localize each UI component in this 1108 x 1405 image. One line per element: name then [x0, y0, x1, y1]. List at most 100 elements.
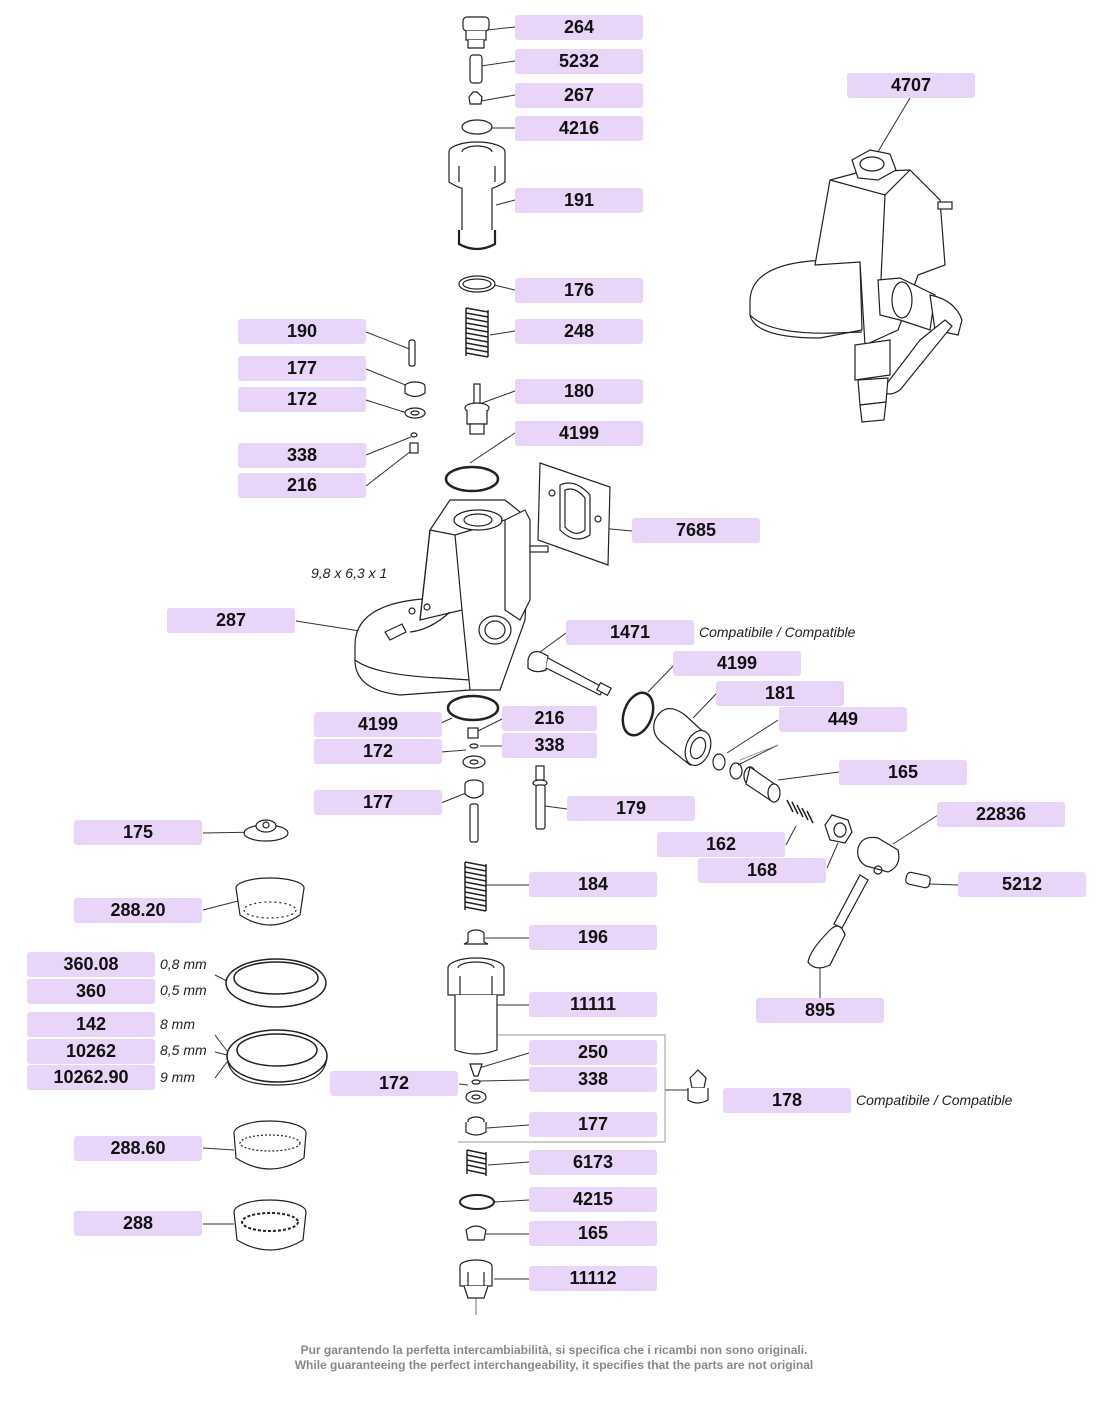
label-168: 168: [698, 858, 826, 883]
label-5232: 5232: [515, 49, 643, 74]
gasket-4216: [461, 119, 493, 135]
label-4215: 4215: [529, 1187, 657, 1212]
bushing-181: [653, 708, 712, 767]
label-184: 184: [529, 872, 657, 897]
gasket-4199-mid: [446, 694, 500, 722]
leader-lines: [202, 26, 959, 1280]
label-142: 142: [27, 1012, 155, 1037]
label-4199-b: 4199: [673, 651, 801, 676]
cam-22836: [857, 836, 900, 875]
cap-nut-264: [462, 16, 490, 49]
label-267: 267: [515, 83, 643, 108]
oring-338-top: [410, 432, 418, 438]
stem-179: [532, 765, 548, 830]
washer-449-b: [729, 762, 743, 780]
body-11111: [447, 957, 505, 1055]
gasket-4199-top: [444, 465, 500, 493]
label-360-08: 360.08: [27, 952, 155, 977]
label-11111: 11111: [529, 992, 657, 1017]
disclaimer-italian: Pur garantendo la perfetta intercambiabi…: [300, 1343, 808, 1357]
label-179: 179: [567, 796, 695, 821]
washer-172-low: [465, 1090, 487, 1104]
note-mm-360-08: 0,8 mm: [160, 956, 207, 972]
disclaimer-english: While guaranteeing the perfect interchan…: [294, 1358, 814, 1372]
label-177-a: 177: [238, 356, 366, 381]
label-181: 181: [716, 681, 844, 706]
label-1471: 1471: [566, 620, 694, 645]
label-172-c: 172: [330, 1071, 458, 1096]
label-10262-90: 10262.90: [27, 1065, 155, 1090]
label-338-c: 338: [529, 1067, 657, 1092]
group-bracket: [458, 1034, 666, 1143]
label-449: 449: [779, 707, 907, 732]
label-288-20: 288.20: [74, 898, 202, 923]
plate-7685: [537, 462, 611, 566]
axis-right: [739, 744, 779, 761]
label-250: 250: [529, 1040, 657, 1065]
basket-288-60: [233, 1120, 307, 1170]
label-165-a: 165: [839, 760, 967, 785]
label-338-a: 338: [238, 443, 366, 468]
pin-190: [408, 339, 416, 367]
nozzle-11112: [459, 1259, 493, 1299]
label-338-b: 338: [502, 733, 597, 758]
oring-338-mid: [469, 743, 479, 749]
oring-338-low: [471, 1079, 481, 1085]
group-body: [354, 499, 549, 696]
label-7685: 7685: [632, 518, 760, 543]
basket-288: [233, 1199, 307, 1251]
spring-248: [465, 307, 489, 358]
label-360: 360: [27, 979, 155, 1004]
nut-168: [824, 814, 853, 844]
gasket-360: [225, 958, 327, 1008]
label-190: 190: [238, 319, 366, 344]
spring-6173: [466, 1149, 487, 1176]
label-4216: 4216: [515, 116, 643, 141]
insert-216-top: [409, 442, 419, 454]
pin-1471: [527, 651, 612, 697]
cap-196: [463, 929, 489, 945]
label-177-c: 177: [529, 1112, 657, 1137]
gasket-176: [458, 275, 496, 293]
label-6173: 6173: [529, 1150, 657, 1175]
valve-body-191: [448, 141, 506, 251]
seat-177-top: [404, 381, 426, 398]
washer-172-mid: [462, 755, 486, 769]
label-5212: 5212: [958, 872, 1086, 897]
label-172-b: 172: [314, 739, 442, 764]
valve-178: [687, 1069, 709, 1104]
tip-165: [465, 1225, 487, 1241]
label-191: 191: [515, 188, 643, 213]
label-264: 264: [515, 15, 643, 40]
valve-stem-180: [464, 383, 490, 435]
label-895: 895: [756, 998, 884, 1023]
washer-172-top: [404, 407, 426, 419]
valve-tip-267: [468, 91, 483, 105]
lever-895: [807, 874, 869, 969]
label-11112: 11112: [529, 1266, 657, 1291]
label-248: 248: [515, 319, 643, 344]
pin-5212: [905, 871, 931, 889]
label-287: 287: [167, 608, 295, 633]
gasket-142: [226, 1029, 328, 1086]
label-196: 196: [529, 925, 657, 950]
note-compat-1471: Compatibile / Compatible: [699, 624, 856, 640]
gasket-176-inner: [462, 278, 492, 290]
label-175: 175: [74, 820, 202, 845]
label-162: 162: [657, 832, 785, 857]
washer-449-a: [712, 753, 726, 771]
label-180: 180: [515, 379, 643, 404]
label-176: 176: [515, 278, 643, 303]
note-mm-10262: 8,5 mm: [160, 1042, 207, 1058]
spring-162: [786, 799, 814, 824]
shower-175: [243, 819, 289, 842]
note-mm-142: 8 mm: [160, 1016, 195, 1032]
label-288-60: 288.60: [74, 1136, 202, 1161]
label-22836: 22836: [937, 802, 1065, 827]
note-hole-size: 9,8 x 6,3 x 1: [311, 565, 388, 581]
label-4199-a: 4199: [515, 421, 643, 446]
seat-177-low: [465, 1116, 487, 1136]
note-mm-360: 0,5 mm: [160, 982, 207, 998]
stem-165-right: [743, 766, 781, 803]
gasket-4199-right: [621, 691, 655, 737]
